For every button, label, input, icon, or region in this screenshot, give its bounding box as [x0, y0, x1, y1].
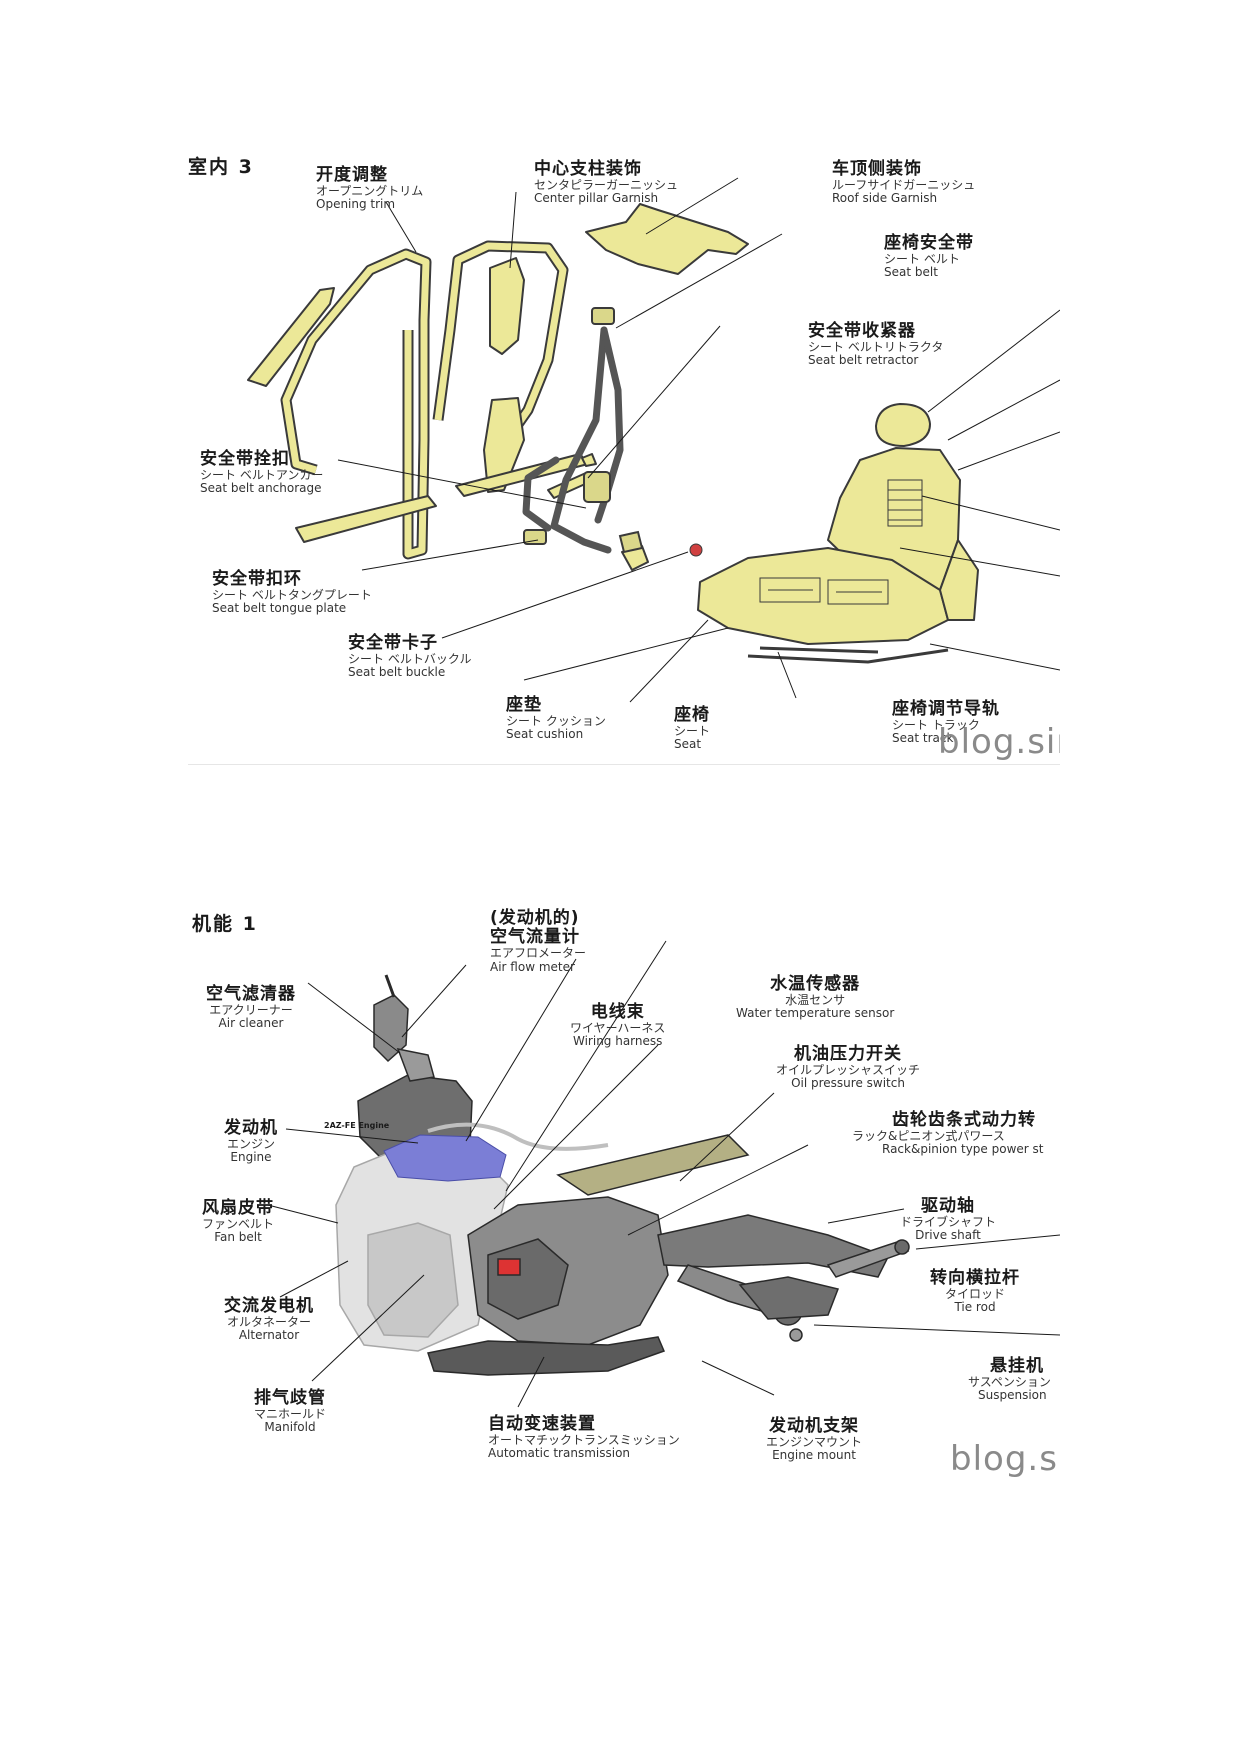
label-opening-trim: 开度调整 オープニングトリム Opening trim [316, 165, 424, 212]
label-air-flow-meter: (发动机的) 空气流量计 エアフロメーター Air flow meter [490, 908, 587, 974]
engine-drivetrain-illustration [267, 940, 1060, 1408]
headrest [875, 403, 931, 447]
a-pillar-trim [247, 287, 335, 387]
section-title-function: 机能 1 [192, 913, 258, 935]
interior-parts-illustration [247, 177, 1060, 703]
suspension-part [738, 1276, 840, 1320]
roof-side-garnish-part [585, 203, 749, 275]
label-water-temperature-sensor: 水温传感器 水温センサ Water temperature sensor [736, 974, 895, 1021]
label-wiring-harness: 电线束 ワイヤーハーネス Wiring harness [570, 1002, 666, 1049]
label-seat-belt-tongue-plate: 安全带扣环 シート ベルトタングプレート Seat belt tongue pl… [212, 569, 372, 616]
interior-diagram-panel: 室内 3 开度调整 オープニングトリム Opening trim 中心支柱装饰 … [188, 150, 1060, 765]
label-seat-belt-anchorage: 安全带拴扣 シート ベルトアンカー Seat belt anchorage [200, 449, 324, 496]
label-manifold: 排气歧管 マニホールド Manifold [254, 1388, 327, 1435]
watermark: blog.sin [950, 1439, 1060, 1479]
cylinder-head-highlight [383, 1134, 507, 1182]
center-pillar-garnish-part [489, 257, 525, 355]
label-suspension: 悬挂机 サスペンション Suspension [968, 1356, 1051, 1403]
label-engine-mount: 发动机支架 エンジンマウント Engine mount [766, 1416, 863, 1463]
label-seat: 座椅 シート Seat [674, 705, 711, 752]
label-fan-belt: 风扇皮带 ファンベルト Fan belt [202, 1198, 275, 1245]
label-seat-cushion: 座垫 シート クッション Seat cushion [506, 695, 606, 742]
label-automatic-transmission: 自动变速装置 オートマチックトランスミッション Automatic transm… [488, 1414, 680, 1461]
seat-belt-retractor-part [583, 471, 611, 503]
label-seat-track: 座椅调节导轨 シート トラック Seat track [892, 699, 1000, 746]
label-seat-belt-retractor: 安全带收紧器 シート ベルトリトラクタ Seat belt retractor [808, 321, 944, 368]
label-engine: 发动机 エンジン Engine [224, 1118, 278, 1165]
label-seat-belt: 座椅安全带 シート ベルト Seat belt [884, 233, 974, 280]
label-air-cleaner: 空气滤清器 エアクリーナー Air cleaner [206, 984, 296, 1031]
label-drive-shaft: 驱动轴 ドライブシャフト Drive shaft [900, 1196, 997, 1243]
label-rack-pinion: 齿轮齿条式动力转 ラック&ピニオン式パワース Rack&pinion type … [852, 1110, 1044, 1157]
seat-track-part [747, 648, 949, 664]
label-alternator: 交流发电机 オルタネーター Alternator [224, 1296, 314, 1343]
engine-model-tag: 2AZ-FE Engine [324, 1121, 390, 1130]
label-roof-side-garnish: 车顶侧装饰 ルーフサイドガーニッシュ Roof side Garnish [832, 159, 976, 206]
label-oil-pressure-switch: 机油压力开关 オイルプレッシャスイッチ Oil pressure switch [776, 1044, 921, 1091]
label-tie-rod: 转向横拉杆 タイロッド Tie rod [930, 1268, 1020, 1315]
label-center-pillar-garnish: 中心支柱装饰 センタピラーガーニッシュ Center pillar Garnis… [534, 159, 679, 206]
section-title-interior: 室内 3 [188, 156, 254, 178]
function-diagram-panel: 机能 1 2AZ-FE Engine (发动机的) 空气流量计 エアフロメーター… [188, 905, 1060, 1523]
label-seat-belt-buckle: 安全带卡子 シート ベルトバックル Seat belt buckle [348, 633, 472, 680]
watermark: blog.sin [938, 722, 1060, 762]
